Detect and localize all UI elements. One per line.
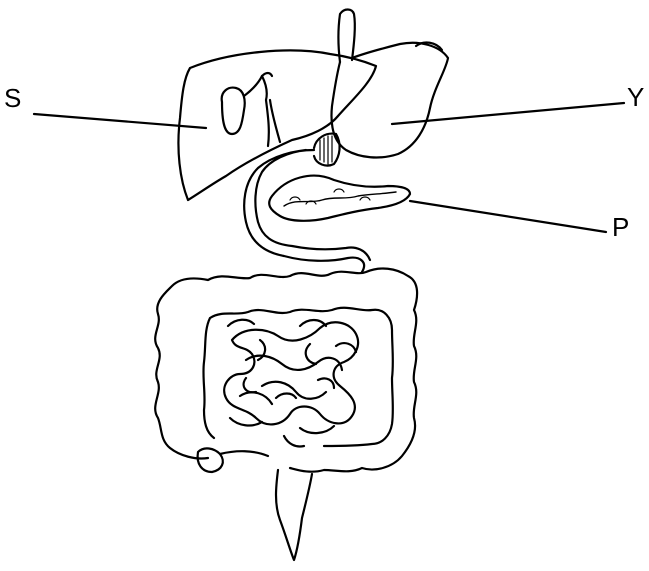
bile-duct	[244, 76, 269, 146]
leader-line-p	[410, 201, 606, 232]
stomach	[332, 43, 448, 158]
gallbladder	[222, 88, 245, 134]
rectum	[276, 470, 312, 560]
bile-duct-2	[262, 73, 272, 76]
esophagus	[339, 10, 355, 63]
large-intestine	[155, 269, 417, 472]
liver-lobe-line	[270, 100, 280, 142]
ileocecal-junction	[220, 451, 268, 456]
small-intestine	[224, 322, 358, 424]
duodenum	[244, 150, 370, 272]
label-y: Y	[627, 84, 644, 110]
liver	[178, 50, 376, 200]
label-p: P	[612, 214, 629, 240]
pancreatic-duct	[284, 192, 396, 206]
label-s: S	[4, 85, 21, 111]
pylorus-ridges	[320, 136, 332, 164]
cecum	[198, 448, 223, 472]
